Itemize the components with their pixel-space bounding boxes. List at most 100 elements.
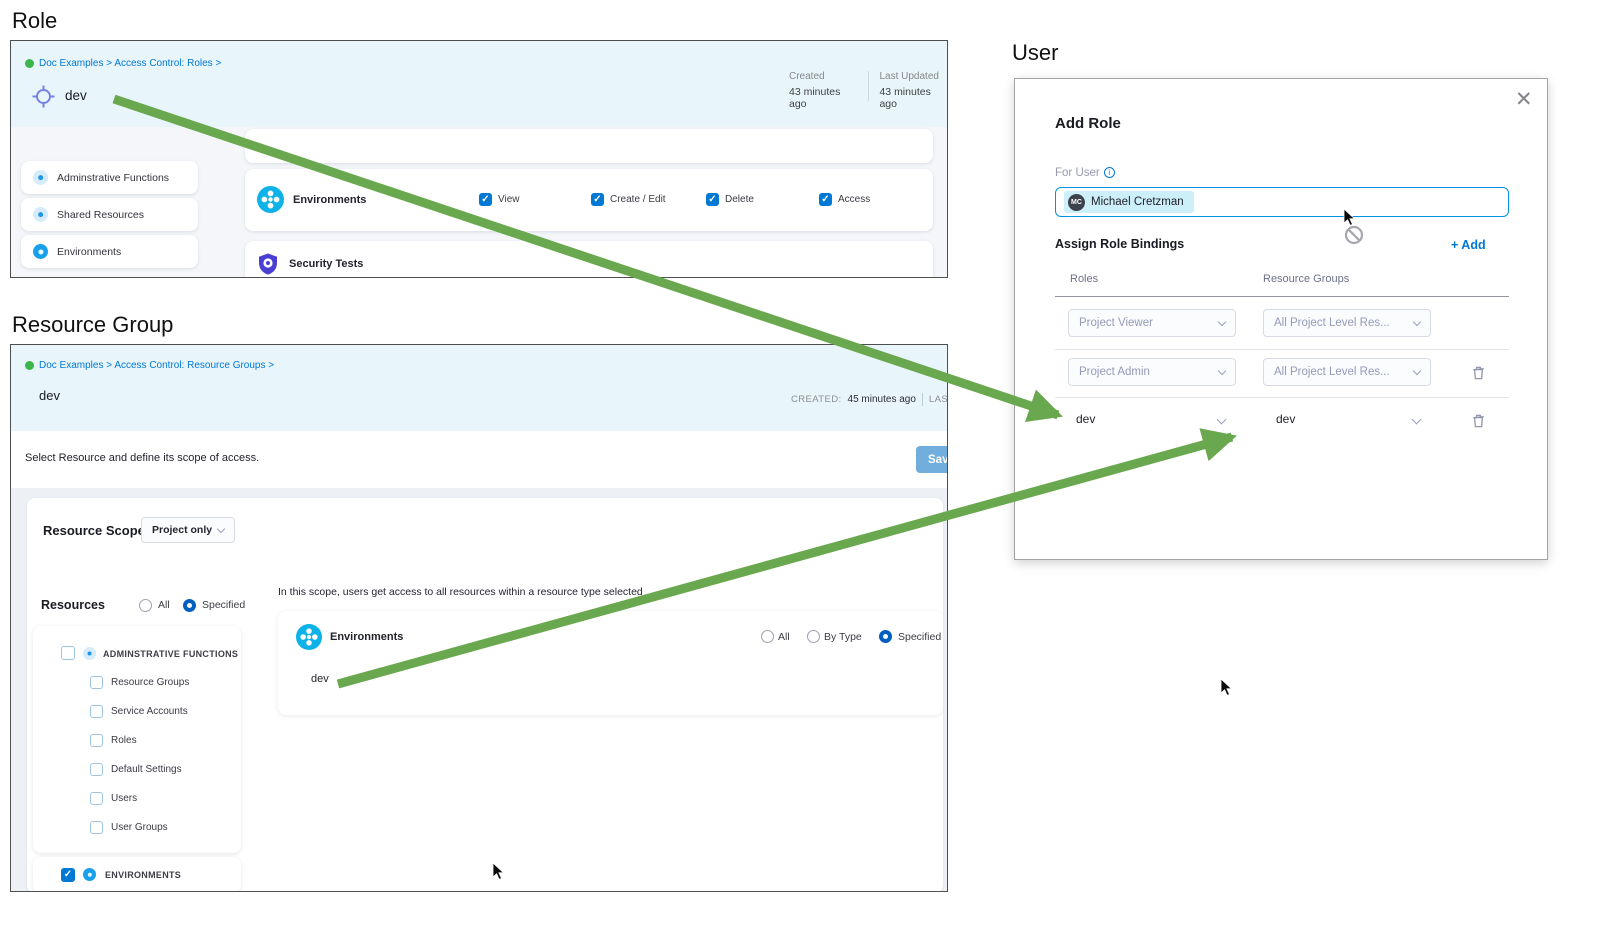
chevron-down-icon <box>1411 414 1422 425</box>
role-section-title: Role <box>12 8 58 33</box>
create-edit-checkbox[interactable] <box>591 193 604 206</box>
environments-scope-card: Environments All By Type Specified dev <box>278 611 943 715</box>
administrative-functions-icon <box>83 647 96 660</box>
resource-group-dropdown-row3[interactable]: dev <box>1276 412 1296 426</box>
environments-icon <box>257 186 284 213</box>
close-icon[interactable]: ✕ <box>1515 88 1533 111</box>
sidebar-item-label: Adminstrative Functions <box>57 172 170 184</box>
env-specified-radio[interactable] <box>879 630 892 643</box>
chevron-down-icon <box>1412 366 1422 375</box>
for-user-label: For User <box>1055 167 1115 179</box>
specified-environment-value: dev <box>311 673 329 685</box>
resource-groups-checkbox[interactable] <box>90 676 103 689</box>
resources-specified-radio[interactable] <box>183 599 196 612</box>
resource-scope-label: Resource Scope <box>43 523 145 538</box>
environments-group-icon <box>83 868 96 881</box>
mouse-cursor <box>1220 678 1233 697</box>
access-label: Access <box>838 194 871 205</box>
default-settings-checkbox[interactable] <box>90 763 103 776</box>
dialog-title: Add Role <box>1055 115 1121 132</box>
roles-checkbox[interactable] <box>90 734 103 747</box>
sidebar-item-administrative-functions[interactable]: Adminstrative Functions <box>21 161 198 194</box>
role-dropdown-row1[interactable]: Project Viewer <box>1068 309 1236 337</box>
sidebar-item-label: Shared Resources <box>57 209 144 221</box>
environments-checkbox[interactable] <box>61 868 75 882</box>
resource-category-icon <box>33 170 48 185</box>
table-header-divider <box>1055 296 1509 297</box>
resource-group-dropdown-row1[interactable]: All Project Level Res... <box>1263 309 1431 337</box>
sidebar-item-shared-resources[interactable]: Shared Resources <box>21 198 198 231</box>
administrative-functions-checkbox[interactable] <box>61 646 75 660</box>
breadcrumb[interactable]: Doc Examples > Access Control: Resource … <box>25 360 274 371</box>
row-divider <box>1055 397 1509 398</box>
role-dropdown-row3[interactable]: dev <box>1076 412 1096 426</box>
env-all-radio[interactable] <box>761 630 774 643</box>
resource-group-header <box>11 345 947 431</box>
resources-all-radio[interactable] <box>139 599 152 612</box>
resource-group-meta: CREATED: 45 minutes ago LAST UPDATED: <box>791 393 948 406</box>
resource-type-label: Security Tests <box>289 258 364 270</box>
roles-column-header: Roles <box>1070 273 1099 285</box>
breadcrumb[interactable]: Doc Examples > Access Control: Roles > <box>25 58 221 69</box>
created-value: 43 minutes ago <box>789 86 841 110</box>
resources-specified-label: Specified <box>202 599 246 611</box>
row-divider <box>1055 349 1509 350</box>
role-dropdown-row2[interactable]: Project Admin <box>1068 358 1236 386</box>
env-by-type-radio[interactable] <box>807 630 820 643</box>
add-role-dialog: ✕ Add Role For User MC Michael Cretzman … <box>1014 78 1548 560</box>
role-panel: Doc Examples > Access Control: Roles > d… <box>10 40 948 278</box>
user-groups-checkbox[interactable] <box>90 821 103 834</box>
users-checkbox[interactable] <box>90 792 103 805</box>
updated-label: LAST UPDATED: <box>928 394 948 405</box>
resource-group-dropdown-row2[interactable]: All Project Level Res... <box>1263 358 1431 386</box>
resource-type-label: Environments <box>293 194 367 206</box>
view-checkbox[interactable] <box>479 193 492 206</box>
administrative-functions-group: ADMINSTRATIVE FUNCTIONS Resource Groups … <box>33 626 241 853</box>
env-by-type-label: By Type <box>824 631 862 643</box>
chevron-down-icon <box>1217 317 1227 326</box>
environments-group: ENVIRONMENTS <box>33 857 241 891</box>
trash-icon[interactable] <box>1470 364 1487 381</box>
assign-role-bindings-label: Assign Role Bindings <box>1055 237 1185 251</box>
sidebar-item-environments[interactable]: Environments <box>21 235 198 268</box>
environments-icon <box>296 624 322 650</box>
mouse-cursor <box>492 862 505 881</box>
save-button[interactable]: Save <box>916 446 947 473</box>
created-label: CREATED: <box>791 394 842 405</box>
resources-label: Resources <box>41 598 105 612</box>
sidebar-item-label: Environments <box>57 246 122 258</box>
user-chip: MC Michael Cretzman <box>1064 191 1194 213</box>
view-label: View <box>498 194 520 205</box>
created-value: 45 minutes ago <box>847 394 916 405</box>
delete-checkbox[interactable] <box>706 193 719 206</box>
resource-category-icon <box>33 244 48 259</box>
group-label: ADMINSTRATIVE FUNCTIONS <box>103 649 239 659</box>
trash-icon[interactable] <box>1470 412 1487 429</box>
resource-group-section-title: Resource Group <box>12 312 174 337</box>
child-label: User Groups <box>111 822 168 833</box>
project-status-icon <box>25 59 34 68</box>
resource-group-panel: Doc Examples > Access Control: Resource … <box>10 344 948 892</box>
scope-hint-text: In this scope, users get access to all r… <box>278 586 643 598</box>
add-binding-button[interactable]: + Add <box>1451 238 1486 252</box>
breadcrumb-text: Doc Examples > Access Control: Resource … <box>39 360 275 371</box>
chevron-down-icon <box>1216 414 1227 425</box>
child-label: Default Settings <box>111 764 182 775</box>
scope-card: Resource Scope Project only Resources Al… <box>27 498 943 891</box>
user-input[interactable]: MC Michael Cretzman <box>1055 187 1509 217</box>
access-checkbox[interactable] <box>819 193 832 206</box>
blocked-cursor <box>1341 208 1387 252</box>
create-edit-label: Create / Edit <box>610 194 666 205</box>
meta-divider <box>867 71 869 101</box>
role-meta: Created 43 minutes ago Last Updated 43 m… <box>789 71 947 110</box>
resource-scope-dropdown[interactable]: Project only <box>141 517 235 543</box>
project-status-icon <box>25 361 34 370</box>
child-label: Users <box>111 793 138 804</box>
delete-label: Delete <box>725 194 754 205</box>
instruction-text: Select Resource and define its scope of … <box>25 452 260 464</box>
security-tests-icon <box>257 252 279 276</box>
chevron-down-icon <box>216 524 226 533</box>
child-label: Service Accounts <box>111 706 188 717</box>
service-accounts-checkbox[interactable] <box>90 705 103 718</box>
resource-group-name: dev <box>39 388 60 403</box>
